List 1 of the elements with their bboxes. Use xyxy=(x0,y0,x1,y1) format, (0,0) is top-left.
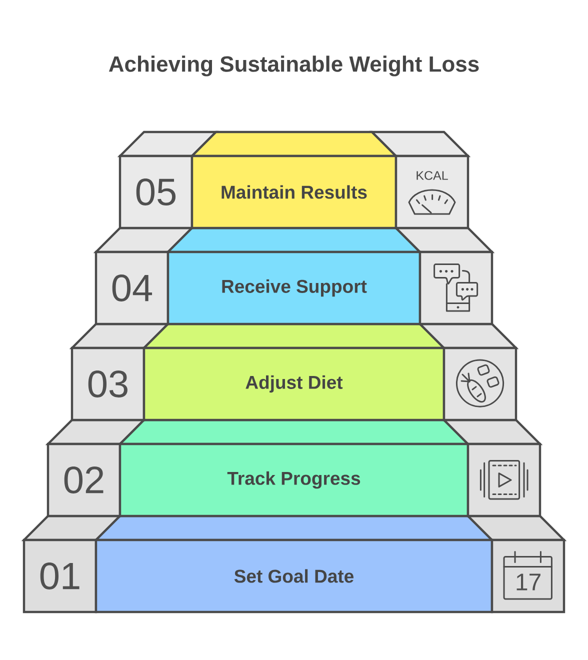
title: Achieving Sustainable Weight Loss xyxy=(108,56,479,76)
